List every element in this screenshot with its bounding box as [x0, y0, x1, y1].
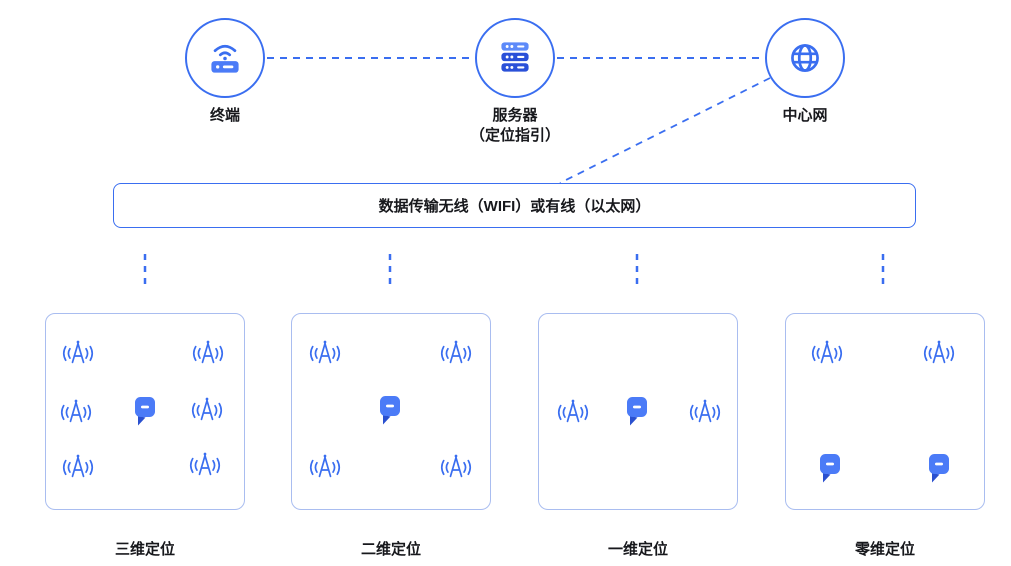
node-server-sublabel: （定位指引）: [469, 127, 561, 144]
node-terminal: [185, 18, 265, 98]
antenna-icon: [688, 397, 722, 427]
antenna-icon: [191, 338, 225, 368]
antenna-icon: [810, 338, 844, 368]
tag-icon: [375, 393, 405, 427]
tag-icon: [924, 451, 954, 485]
panel-label-3d: 三维定位: [114, 541, 175, 558]
router-icon: [202, 35, 248, 81]
node-terminal-label: 终端: [209, 107, 241, 124]
antenna-icon: [439, 338, 473, 368]
tag-icon: [130, 394, 160, 428]
antenna-icon: [188, 450, 222, 480]
antenna-icon: [308, 338, 342, 368]
antenna-icon: [59, 397, 93, 427]
tag-icon: [815, 451, 845, 485]
antenna-icon: [556, 397, 590, 427]
transmission-box: 数据传输无线（WIFI）或有线（以太网）: [113, 183, 916, 228]
panel-label-0d: 零维定位: [854, 541, 915, 558]
antenna-icon: [308, 452, 342, 482]
node-server-label: 服务器: [492, 107, 538, 124]
tag-icon: [622, 394, 652, 428]
globe-icon: [782, 35, 828, 81]
panel-label-2d: 二维定位: [360, 541, 421, 558]
node-server: [475, 18, 555, 98]
server-stack-icon: [492, 35, 538, 81]
antenna-icon: [439, 452, 473, 482]
antenna-icon: [922, 338, 956, 368]
panel-positioning-0d: [785, 313, 985, 510]
transmission-box-label: 数据传输无线（WIFI）或有线（以太网）: [378, 198, 651, 215]
antenna-icon: [61, 452, 95, 482]
node-central-network-label: 中心网: [782, 107, 828, 124]
antenna-icon: [61, 338, 95, 368]
node-central-network: [765, 18, 845, 98]
antenna-icon: [190, 395, 224, 425]
panel-label-1d: 一维定位: [607, 541, 668, 558]
